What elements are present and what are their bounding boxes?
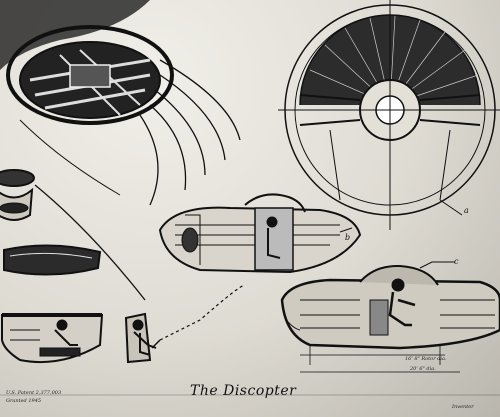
cabin-cross-section xyxy=(1,313,104,364)
patent-note-1: U.S. Patent 2,377,003 xyxy=(6,390,62,396)
seated-pilot-figure xyxy=(124,312,161,364)
label-c: c xyxy=(454,257,459,266)
corner-note: Inventor xyxy=(452,404,474,410)
left-section-view xyxy=(3,244,102,276)
large-side-section xyxy=(280,261,500,373)
dimension-note-1: 16' 8" Rotor dia. xyxy=(405,356,447,362)
connector-line xyxy=(34,184,146,301)
label-b: b xyxy=(345,233,350,242)
page-title: The Discopter xyxy=(190,383,297,399)
side-elevation-craft xyxy=(158,193,362,274)
label-a: a xyxy=(464,206,469,215)
small-dome-view xyxy=(0,169,35,221)
dimension-note-2: 20' 6" dia. xyxy=(410,366,436,372)
patent-note-2: Granted 1945 xyxy=(6,398,42,404)
dashed-connector xyxy=(159,284,246,341)
top-shading xyxy=(0,0,150,70)
disc-perspective-view xyxy=(6,25,241,206)
rotor-plan-view xyxy=(278,0,500,230)
